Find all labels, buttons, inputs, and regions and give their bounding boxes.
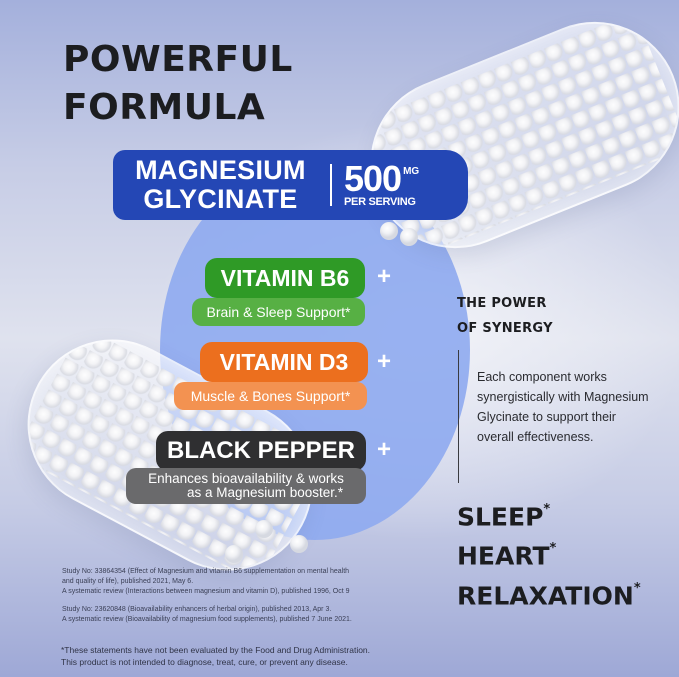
black-pepper-benefit: Enhances bioavailability & works as a Ma…: [126, 468, 366, 504]
vitamin-b6-benefit: Brain & Sleep Support*: [192, 298, 365, 326]
benefit-label: SLEEP: [457, 502, 544, 532]
asterisk-mark: *: [633, 580, 641, 596]
synergy-divider-line: [458, 350, 459, 483]
dose-amount: 500: [344, 158, 402, 199]
loose-bead: [380, 222, 398, 240]
main-ingredient-name: MAGNESIUM GLYCINATE: [113, 156, 328, 214]
synergy-description: Each component works synergistically wit…: [477, 367, 677, 447]
black-pepper-benefit-line-2: as a Magnesium booster.*: [186, 485, 344, 500]
benefit-item-relaxation: RELAXATION*: [457, 574, 641, 613]
benefit-label: HEART: [457, 541, 550, 571]
fda-disclaimer: *These statements have not been evaluate…: [61, 644, 401, 668]
spacer: [62, 597, 402, 605]
synergy-heading-line-1: THE POWER: [457, 296, 547, 311]
loose-bead: [225, 545, 243, 563]
synergy-text-line: Glycinate to support their: [477, 410, 616, 424]
synergy-heading-line-2: OF SYNERGY: [457, 321, 553, 336]
synergy-text-line: overall effectiveness.: [477, 430, 594, 444]
loose-bead: [290, 535, 308, 553]
synergy-text-line: Each component works: [477, 370, 607, 384]
plus-icon: +: [377, 263, 392, 290]
study-reference-line: A systematic review (Interactions betwee…: [62, 588, 350, 595]
disclaimer-line: *These statements have not been evaluate…: [61, 645, 371, 655]
benefit-label: RELAXATION: [457, 580, 634, 610]
study-reference-line: A systematic review (Bioavailability of …: [62, 616, 352, 623]
dose-unit: MG: [403, 166, 420, 177]
plus-icon: +: [377, 348, 392, 375]
black-pepper-benefit-line-1: Enhances bioavailability & works: [148, 471, 344, 486]
study-reference-line: and quality of life), published 2021, Ma…: [62, 578, 194, 585]
vitamin-b6-label: VITAMIN B6: [205, 258, 365, 298]
study-references: Study No: 33864354 (Effect of Magnesium …: [62, 567, 402, 625]
benefit-item-heart: HEART*: [457, 534, 641, 573]
page-title: POWERFUL FORMULA: [63, 36, 293, 132]
plus-icon: +: [377, 436, 392, 463]
study-reference-line: Study No: 33864354 (Effect of Magnesium …: [62, 568, 350, 575]
disclaimer-line: This product is not intended to diagnose…: [61, 657, 348, 667]
synergy-heading: THE POWER OF SYNERGY: [457, 291, 553, 341]
title-line-1: POWERFUL: [63, 39, 293, 80]
asterisk-mark: *: [543, 502, 551, 517]
title-line-2: FORMULA: [63, 87, 266, 128]
loose-bead: [255, 520, 273, 538]
benefits-list: SLEEP* HEART* RELAXATION*: [457, 495, 641, 613]
benefit-item-sleep: SLEEP*: [457, 495, 641, 534]
vitamin-d3-label: VITAMIN D3: [200, 342, 368, 382]
asterisk-mark: *: [549, 541, 557, 557]
loose-bead: [400, 228, 418, 246]
synergy-text-line: synergistically with Magnesium: [477, 390, 649, 404]
main-ingredient-name-line-1: MAGNESIUM: [135, 155, 306, 185]
study-reference-line: Study No: 23620848 (Bioavailability enha…: [62, 606, 332, 613]
vitamin-d3-benefit: Muscle & Bones Support*: [174, 382, 367, 410]
banner-divider: [330, 164, 332, 206]
black-pepper-label: BLACK PEPPER: [156, 431, 366, 471]
dose-per-serving: PER SERVING: [344, 196, 416, 208]
main-ingredient-name-line-2: GLYCINATE: [143, 184, 298, 214]
